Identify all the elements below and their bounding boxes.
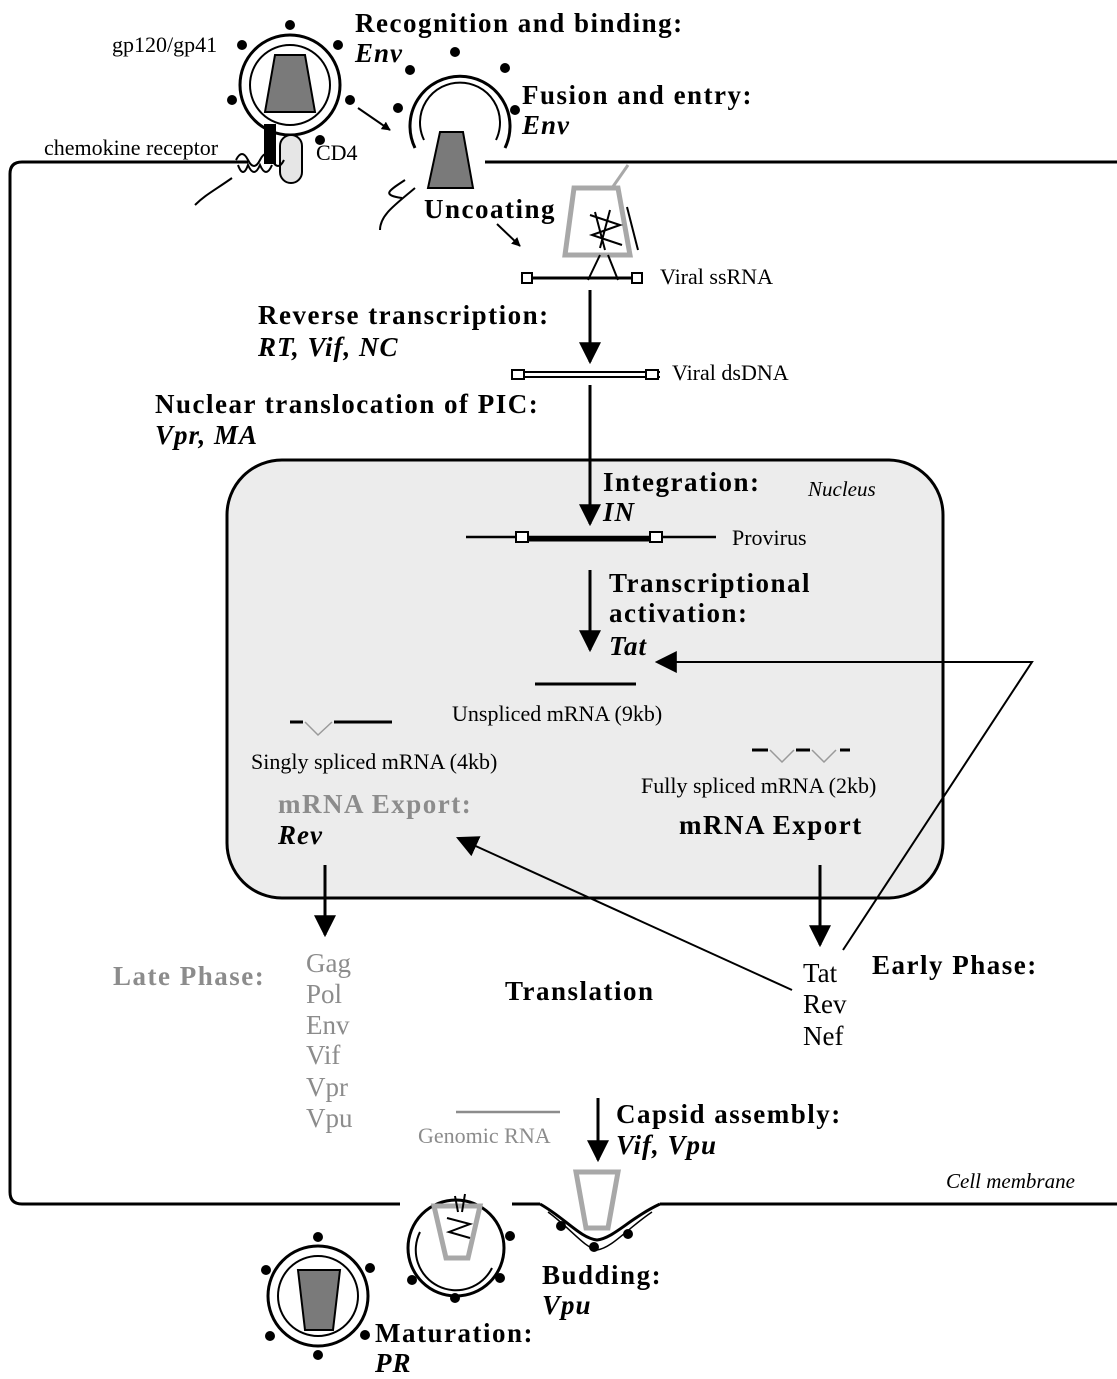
early-phase-proteins: Tat Rev Nef	[803, 958, 847, 1051]
reverse-transcription-title: Reverse transcription:	[258, 300, 550, 330]
late-protein-vif: Vif	[306, 1040, 340, 1070]
reverse-transcription-genes: RT, Vif, NC	[257, 332, 399, 362]
transcriptional-activation-genes: Tat	[609, 631, 648, 661]
mrna-export-early-title: mRNA Export	[679, 810, 863, 840]
fully-spliced-mrna-label: Fully spliced mRNA (2kb)	[641, 773, 876, 798]
integration-title: Integration:	[603, 467, 760, 497]
early-phase-title: Early Phase:	[872, 950, 1038, 980]
nuclear-translocation-title: Nuclear translocation of PIC:	[155, 389, 539, 419]
cd4-label: CD4	[316, 140, 358, 165]
viral-ssrna	[522, 273, 642, 283]
budding-title: Budding:	[542, 1260, 662, 1290]
integration-genes: IN	[602, 497, 636, 527]
early-protein-nef: Nef	[803, 1021, 843, 1051]
late-phase-title: Late Phase:	[113, 961, 265, 991]
mrna-export-late-title: mRNA Export:	[278, 789, 472, 819]
viral-dsdna	[512, 370, 660, 379]
late-protein-env: Env	[306, 1010, 350, 1040]
late-protein-gag: Gag	[306, 948, 351, 978]
gp120-gp41-label: gp120/gp41	[112, 32, 217, 57]
nucleus-label: Nucleus	[807, 477, 876, 501]
budding-genes: Vpu	[542, 1290, 592, 1320]
provirus-label: Provirus	[732, 525, 807, 550]
viral-ssrna-label: Viral ssRNA	[660, 264, 773, 289]
transcriptional-activation-title-1: Transcriptional	[609, 568, 811, 598]
recognition-genes: Env	[354, 38, 403, 68]
fusion-genes: Env	[521, 110, 570, 140]
capsid-assembly-title: Capsid assembly:	[616, 1099, 842, 1129]
recognition-title: Recognition and binding:	[355, 8, 684, 38]
early-protein-tat: Tat	[803, 958, 838, 988]
released-virion	[407, 1194, 515, 1303]
late-protein-vpr: Vpr	[306, 1072, 348, 1102]
late-phase-proteins: Gag Pol Env Vif Vpr Vpu	[306, 948, 353, 1133]
budding-capsid	[540, 1172, 660, 1252]
cell-membrane-label: Cell membrane	[946, 1169, 1075, 1193]
maturation-genes: PR	[374, 1348, 412, 1378]
late-protein-pol: Pol	[306, 979, 342, 1009]
early-protein-rev: Rev	[803, 989, 847, 1019]
singly-spliced-mrna-label: Singly spliced mRNA (4kb)	[251, 749, 497, 774]
mature-virion	[261, 1232, 375, 1360]
unspliced-mrna-label: Unspliced mRNA (9kb)	[452, 701, 662, 726]
mrna-export-late-genes: Rev	[277, 820, 323, 850]
uncoating-title: Uncoating	[424, 194, 556, 224]
viral-dsdna-label: Viral dsDNA	[672, 360, 789, 385]
cd4-receptor	[280, 135, 302, 183]
genomic-rna-label: Genomic RNA	[418, 1123, 551, 1148]
uncoating-capsid	[565, 165, 638, 280]
to-uncoating-arrow	[497, 224, 520, 246]
capsid-assembly-genes: Vif, Vpu	[616, 1130, 717, 1160]
chemokine-receptor-label: chemokine receptor	[44, 135, 219, 160]
fusion-title: Fusion and entry:	[522, 80, 753, 110]
transcriptional-activation-title-2: activation:	[609, 598, 748, 628]
translation-title: Translation	[505, 976, 655, 1006]
maturation-title: Maturation:	[375, 1318, 534, 1348]
binding-to-fusion-arrow	[358, 108, 390, 130]
late-protein-vpu: Vpu	[306, 1103, 353, 1133]
nuclear-translocation-genes: Vpr, MA	[155, 420, 258, 450]
